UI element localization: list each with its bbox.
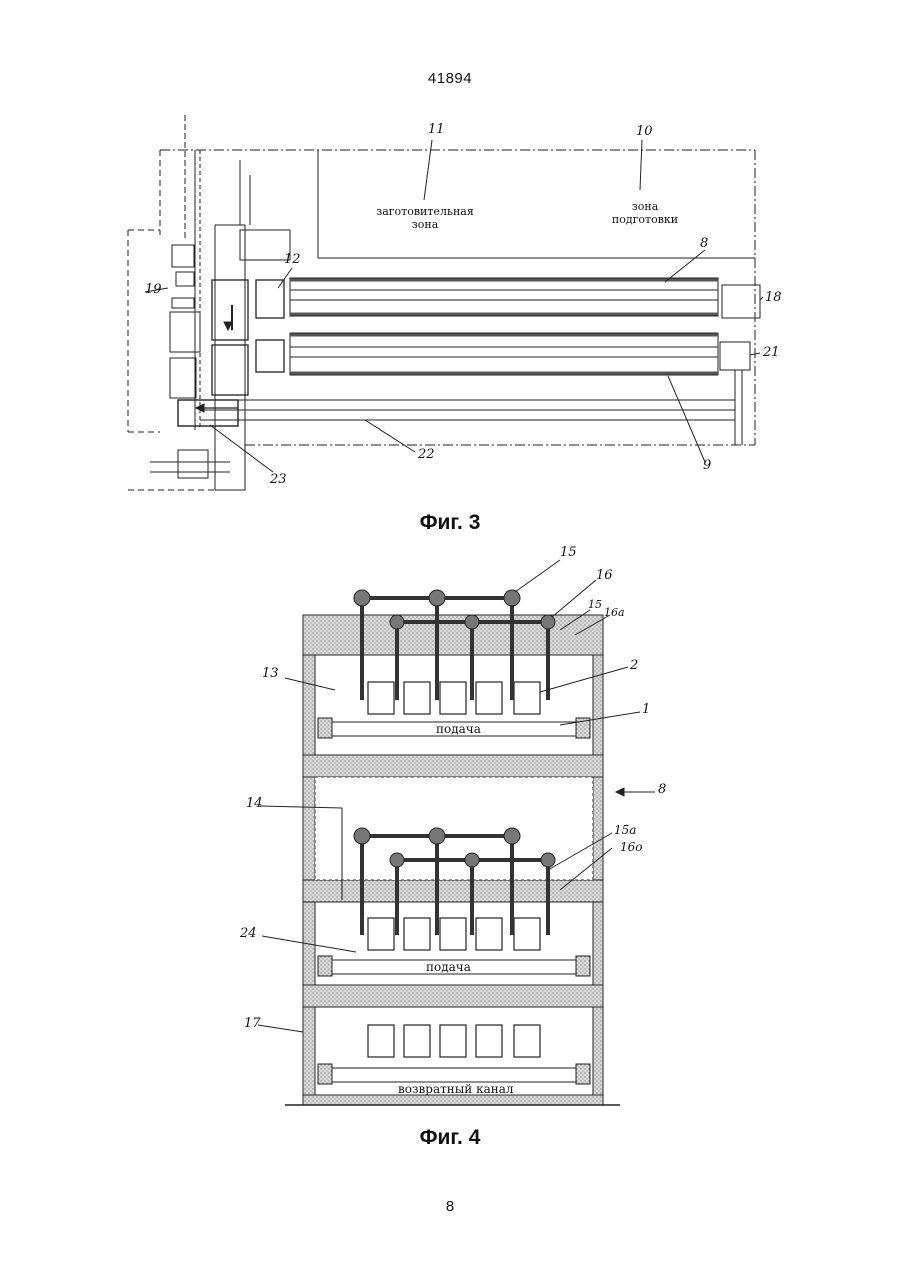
- ref-15a: 15а: [614, 823, 636, 837]
- ref-16o: 16о: [620, 840, 643, 854]
- figure-4-caption: Фиг. 4: [0, 1126, 900, 1150]
- ref-17: 17: [244, 1016, 261, 1031]
- ref-1: 1: [642, 702, 650, 717]
- ref-15: 15: [560, 545, 577, 560]
- ref-14: 14: [246, 796, 263, 811]
- ref-15b: 15: [588, 598, 602, 611]
- feed-label-mid: подача: [426, 960, 471, 974]
- ref-16: 16: [596, 568, 613, 583]
- ref-24: 24: [240, 926, 257, 941]
- ref-2: 2: [630, 658, 638, 673]
- return-channel-label: возвратный канал: [398, 1082, 514, 1096]
- feed-label-top: подача: [436, 722, 481, 736]
- ref-16a: 16а: [604, 606, 625, 619]
- ref-8-fig4: 8: [658, 782, 666, 797]
- ref-13: 13: [262, 666, 279, 681]
